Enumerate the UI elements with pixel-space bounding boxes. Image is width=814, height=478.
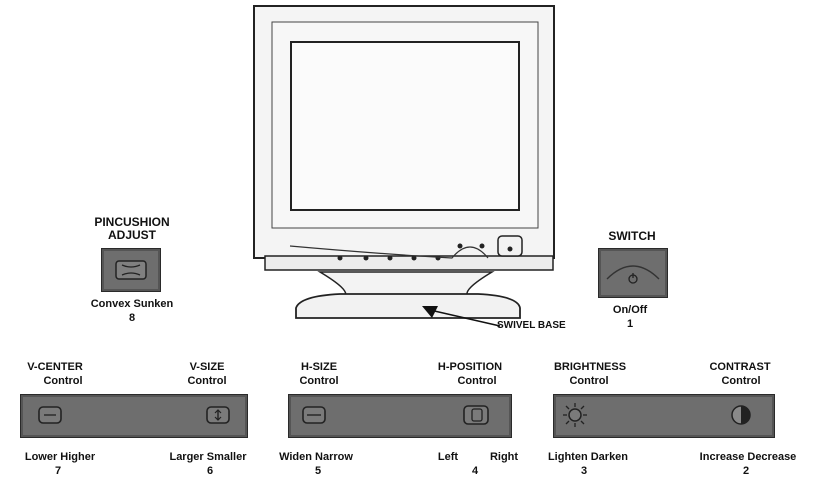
power-button xyxy=(497,235,523,257)
pincushion-control-panel[interactable] xyxy=(101,248,161,292)
v-size-button[interactable] xyxy=(204,404,232,426)
h-position-number: 4 xyxy=(471,465,479,477)
v-center-sub: Control xyxy=(43,375,83,387)
power-switch-panel[interactable] xyxy=(598,248,668,298)
v-center-title: V-CENTER xyxy=(27,361,83,373)
monitor-neck xyxy=(317,271,495,297)
v-size-sub: Control xyxy=(187,375,227,387)
front-button-dot xyxy=(363,255,369,261)
front-button-dot xyxy=(479,243,485,249)
h-size-button[interactable] xyxy=(300,404,328,426)
h-size-title: H-SIZE xyxy=(300,361,338,373)
brightness-number: 3 xyxy=(580,465,588,477)
brightness-title: BRIGHTNESS xyxy=(553,361,627,373)
switch-number: 1 xyxy=(626,318,634,330)
v-size-options: Larger Smaller xyxy=(169,451,247,463)
monitor-screen xyxy=(290,41,520,211)
brightness-sub: Control xyxy=(569,375,609,387)
switch-function: On/Off xyxy=(612,304,648,316)
contrast-icon xyxy=(731,405,751,425)
h-size-options: Widen Narrow xyxy=(279,451,353,463)
pincushion-title-1: PINCUSHION xyxy=(94,215,170,229)
swivel-base xyxy=(295,293,521,319)
pincushion-options: Convex Sunken xyxy=(90,298,174,310)
pincushion-title-2: ADJUST xyxy=(107,228,156,242)
brightness-options: Lighten Darken xyxy=(547,451,629,463)
front-button-dot xyxy=(411,255,417,261)
pincushion-icon xyxy=(115,260,147,280)
h-position-icon xyxy=(463,405,489,425)
h-size-number: 5 xyxy=(314,465,322,477)
front-button-dot xyxy=(435,255,441,261)
front-panel-curve xyxy=(289,245,489,259)
swivel-base-label: SWIVEL BASE xyxy=(497,320,566,331)
v-center-icon xyxy=(38,406,62,424)
pincushion-number: 8 xyxy=(128,312,136,324)
swivel-pointer-line xyxy=(429,309,501,327)
power-switch-icon xyxy=(606,265,660,284)
switch-title: SWITCH xyxy=(608,229,656,243)
v-center-button[interactable] xyxy=(36,404,64,426)
contrast-sub: Control xyxy=(721,375,761,387)
v-size-title: V-SIZE xyxy=(189,361,225,373)
brightness-button[interactable] xyxy=(560,400,590,430)
h-position-button[interactable] xyxy=(460,402,492,428)
v-size-number: 6 xyxy=(206,465,214,477)
front-button-dot xyxy=(337,255,343,261)
contrast-button[interactable] xyxy=(726,400,756,430)
h-position-title: H-POSITION xyxy=(437,361,503,373)
swivel-arrowhead xyxy=(422,306,438,318)
h-position-left-label: Left xyxy=(437,451,459,463)
front-button-dot xyxy=(457,243,463,249)
contrast-options: Increase Decrease xyxy=(699,451,797,463)
monitor-control-strip xyxy=(264,255,554,271)
power-button-dot xyxy=(507,246,513,252)
h-size-icon xyxy=(302,406,326,424)
h-position-sub: Control xyxy=(457,375,497,387)
contrast-title: CONTRAST xyxy=(709,361,771,373)
v-center-number: 7 xyxy=(54,465,62,477)
v-center-options: Lower Higher xyxy=(24,451,96,463)
front-button-dot xyxy=(387,255,393,261)
h-position-right-label: Right xyxy=(489,451,519,463)
contrast-number: 2 xyxy=(742,465,750,477)
brightness-icon xyxy=(563,403,587,427)
v-size-icon xyxy=(206,406,230,424)
h-size-sub: Control xyxy=(299,375,339,387)
